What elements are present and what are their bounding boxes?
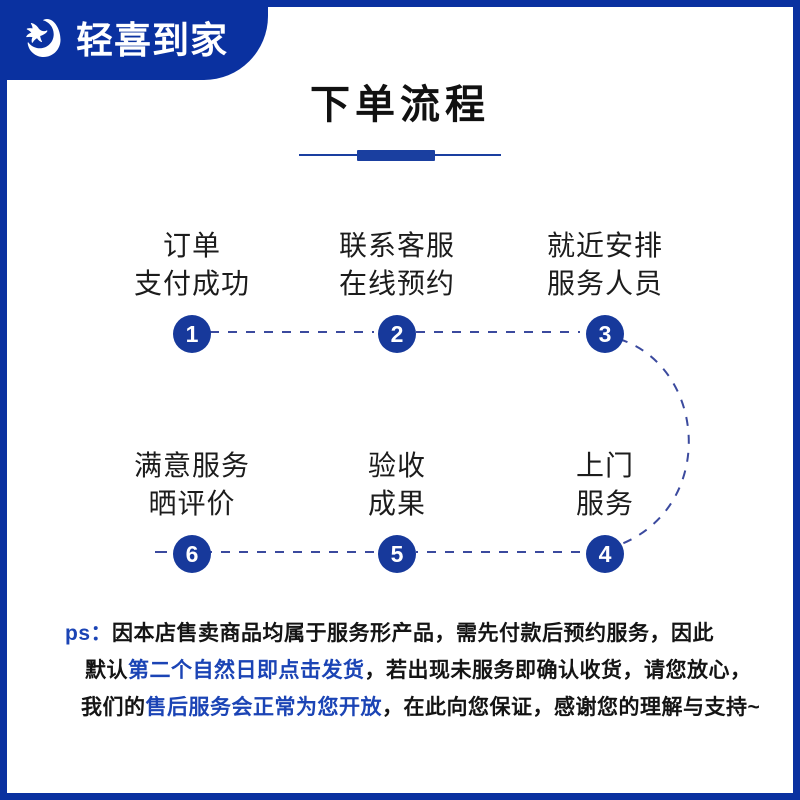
ps-tag: ps： <box>65 622 113 645</box>
flow-step-5-line2: 成果 <box>367 487 426 519</box>
flow-step-3-badge: 3 <box>586 314 624 353</box>
ps-note-line-1: ps：因本店售卖商品均属于服务形产品，需先付款后预约服务，因此 <box>47 615 759 652</box>
flow-step-5-badge: 5 <box>378 534 416 573</box>
ps-note-line-2-prefix: 默认 <box>85 659 128 682</box>
ps-note-line-2: 默认第二个自然日即点击发货，若出现未服务即确认收货，请您放心， <box>47 652 759 689</box>
ps-note-line-2-highlight: 第二个自然日即点击发货 <box>128 659 365 682</box>
flow-step-4-badge: 4 <box>586 534 624 573</box>
ps-note-line-3: 我们的售后服务会正常为您开放，在此向您保证，感谢您的理解与支持~ <box>47 689 761 726</box>
flow-step-3-line1: 就近安排 <box>546 230 663 261</box>
page-title: 下单流程 <box>310 83 490 127</box>
flow-step-6-line2: 晒评价 <box>148 487 236 519</box>
flow-step-2-line2: 在线预约 <box>338 267 455 299</box>
flow-step-1: 订单 支付成功 1 <box>92 227 292 353</box>
ps-note-line-3-highlight: 售后服务会正常为您开放 <box>145 696 382 719</box>
flow-step-1-line2: 支付成功 <box>133 267 250 299</box>
flow-step-4: 上门 服务 4 <box>505 447 705 573</box>
flow-step-4-line2: 服务 <box>575 487 634 519</box>
brand-banner: 轻喜到家 <box>7 7 268 80</box>
flow-step-3: 就近安排 服务人员 3 <box>505 227 705 353</box>
page-title-block: 下单流程 <box>7 83 793 161</box>
flow-step-6-badge: 6 <box>173 534 211 573</box>
flow-step-3-line2: 服务人员 <box>546 267 663 299</box>
ps-disclaimer-note: ps：因本店售卖商品均属于服务形产品，需先付款后预约服务，因此 默认第二个自然日… <box>47 615 761 726</box>
title-underline-thick <box>357 150 435 161</box>
flow-step-4-line1: 上门 <box>575 450 634 481</box>
ps-note-line-3-prefix: 我们的 <box>81 696 146 719</box>
swallow-bird-icon <box>26 19 61 57</box>
brand-name: 轻喜到家 <box>76 19 228 61</box>
flow-step-5-line1: 验收 <box>367 450 426 481</box>
title-underline-decoration <box>299 149 501 161</box>
connector-3-to-4 <box>618 338 690 546</box>
flow-step-2-line1: 联系客服 <box>338 230 455 261</box>
ps-note-line-1-text: 因本店售卖商品均属于服务形产品，需先付款后预约服务，因此 <box>112 622 715 645</box>
flow-step-1-badge: 1 <box>173 314 211 353</box>
flow-step-6: 满意服务 晒评价 6 <box>92 447 292 573</box>
flow-step-6-line1: 满意服务 <box>133 450 250 481</box>
flow-step-2: 联系客服 在线预约 2 <box>297 227 497 353</box>
flow-step-2-badge: 2 <box>378 314 416 353</box>
ps-note-line-2-suffix: ，若出现未服务即确认收货，请您放心， <box>364 659 752 682</box>
flow-step-5: 验收 成果 5 <box>297 447 497 573</box>
ps-note-line-3-suffix: ，在此向您保证，感谢您的理解与支持~ <box>382 696 761 719</box>
flow-step-1-line1: 订单 <box>162 230 221 261</box>
